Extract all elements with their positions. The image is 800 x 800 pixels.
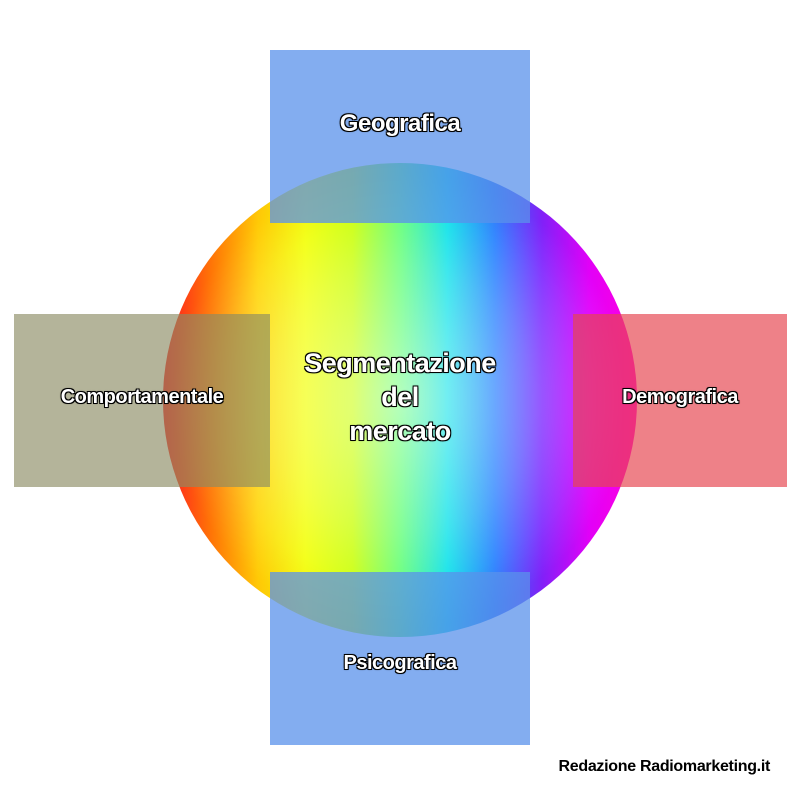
- demografica-label: Demografica: [622, 385, 739, 408]
- geografica-box: [270, 50, 530, 223]
- center-title-line-1: Segmentazione: [304, 347, 497, 378]
- psicografica-label: Psicografica: [343, 651, 458, 674]
- rainbow-circle: [163, 163, 637, 637]
- center-title: Segmentazione del mercato: [250, 346, 550, 448]
- center-title-line-3: mercato: [349, 415, 452, 446]
- credit-text: Redazione Radiomarketing.it: [558, 758, 771, 775]
- comportamentale-label: Comportamentale: [60, 385, 224, 408]
- geografica-label: Geografica: [339, 109, 461, 137]
- comportamentale-box: [14, 314, 270, 487]
- psicografica-box: [270, 572, 530, 745]
- demografica-box: [573, 314, 787, 487]
- center-title-line-2: del: [381, 381, 420, 412]
